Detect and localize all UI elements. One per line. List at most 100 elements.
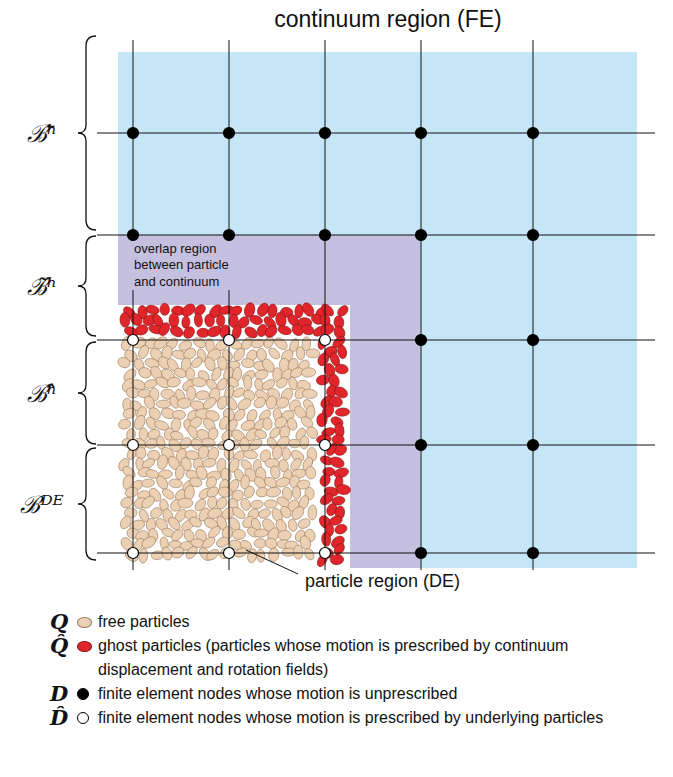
legend-symbol: Q̂ — [50, 634, 76, 658]
free-particle — [141, 478, 155, 488]
free-particle — [246, 548, 257, 563]
overlap-region-fill — [118, 235, 420, 568]
free-particle — [205, 547, 221, 562]
ghost-particle — [145, 304, 160, 316]
free-particle — [254, 538, 267, 548]
free-particle — [192, 377, 207, 387]
mesh-line — [533, 40, 534, 570]
mesh-line — [97, 553, 655, 554]
prescribed-node — [224, 440, 235, 451]
ghost-particle — [182, 316, 191, 328]
curly-brace — [78, 448, 96, 560]
mesh-line — [229, 40, 230, 570]
free-particle — [252, 395, 268, 410]
free-particle — [166, 376, 181, 388]
ghost-particle — [275, 311, 287, 327]
free-particle — [247, 437, 263, 452]
free-particle — [288, 439, 301, 448]
free-particle — [137, 366, 153, 380]
leader-line — [246, 550, 298, 574]
legend-text: free particles — [92, 610, 665, 634]
free-node — [224, 230, 235, 241]
free-particle — [122, 407, 137, 420]
ghost-particle — [332, 541, 346, 556]
ghost-particle — [157, 321, 172, 338]
free-particle — [242, 485, 256, 500]
ghost-particle — [194, 313, 203, 327]
free-particle — [278, 530, 292, 540]
free-particle — [250, 500, 263, 510]
legend-row: Dfinite element nodes whose motion is un… — [50, 682, 665, 706]
region-symbol: ℬ̃ʰ — [27, 273, 57, 301]
free-particle — [305, 466, 317, 480]
free-node — [416, 335, 427, 346]
particles — [116, 301, 351, 568]
continuum-region: continuum region (FE)overlap region betw… — [118, 52, 637, 568]
free-particle — [257, 507, 272, 520]
free-particle — [254, 528, 269, 537]
free-particle — [254, 369, 269, 381]
free-node — [416, 230, 427, 241]
free-particle — [268, 547, 280, 562]
mesh-line — [133, 40, 134, 570]
free-particle — [265, 486, 281, 498]
particle-region: particle region (DE) — [118, 305, 350, 568]
free-particle — [279, 504, 293, 519]
free-node — [528, 230, 539, 241]
free-node — [528, 128, 539, 139]
free-particle — [192, 336, 208, 350]
legend-text: finite element nodes whose motion is pre… — [92, 706, 665, 730]
free-particle — [140, 534, 158, 550]
mesh-line — [97, 340, 655, 341]
hollow-node-sample — [77, 712, 89, 724]
mesh-line — [325, 40, 326, 570]
prescribed-node — [224, 548, 235, 559]
free-particle — [293, 545, 303, 559]
free-particle — [275, 476, 291, 488]
legend-text: finite element nodes whose motion is unp… — [92, 682, 665, 706]
free-node — [528, 440, 539, 451]
free-particle — [241, 358, 255, 369]
legend-swatch — [77, 641, 92, 652]
free-particle — [156, 400, 171, 408]
legend-row: Q̂ghost particles (particles whose motio… — [50, 634, 665, 682]
ghost-particle — [168, 324, 184, 339]
free-particle — [154, 474, 170, 491]
ghost-particle — [181, 325, 196, 341]
free-particle — [207, 496, 218, 510]
free-particle — [186, 368, 195, 380]
free-particle — [156, 454, 168, 470]
free-particle — [177, 398, 191, 409]
free-particle — [124, 486, 139, 498]
curly-brace — [78, 342, 96, 444]
free-node — [528, 335, 539, 346]
prescribed-node — [224, 335, 235, 346]
free-particle — [218, 486, 233, 498]
free-particle — [302, 388, 318, 399]
ghost-particle — [249, 314, 264, 326]
ghost-particle — [204, 314, 215, 328]
free-particle — [287, 518, 298, 532]
ghost-particle — [169, 313, 179, 328]
free-particle — [272, 445, 283, 460]
ghost-particle — [334, 523, 349, 536]
free-particle — [175, 465, 186, 481]
prescribed-node — [128, 335, 139, 346]
region-symbol: ℬᴰᴱ — [20, 491, 63, 519]
region-label: particle region (DE) — [303, 571, 462, 593]
ghost-particle — [321, 532, 331, 547]
free-particle — [137, 344, 151, 360]
free-node — [320, 230, 331, 241]
free-particle — [243, 449, 258, 459]
curly-brace — [78, 236, 96, 336]
ghost-particle — [120, 312, 131, 327]
free-particle — [123, 548, 140, 564]
free-node — [224, 128, 235, 139]
region-label: continuum region (FE) — [272, 6, 504, 34]
free-particle — [292, 486, 302, 500]
legend-symbol: Q — [50, 610, 76, 634]
free-particle — [188, 515, 204, 529]
